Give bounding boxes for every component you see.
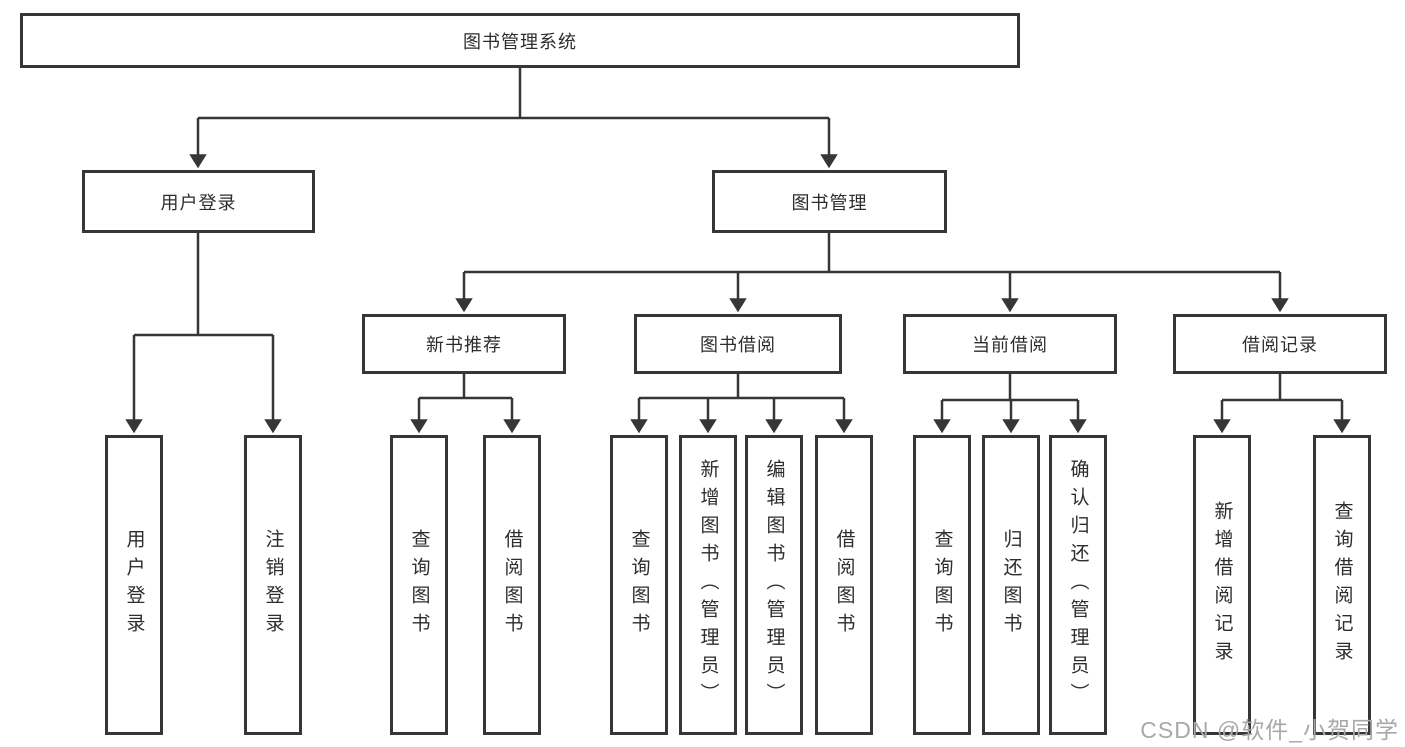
leaf-borrow-books-1: 借阅图书 [483, 435, 541, 735]
connector-user-login-to-leaves [125, 233, 282, 434]
leaf-borrow-books-1-label: 借阅图书 [501, 529, 523, 641]
leaf-return-books-label: 归还图书 [1000, 529, 1022, 641]
node-user-login-label: 用户登录 [160, 192, 237, 213]
leaf-add-book-admin: 新增图书（管理员） [679, 435, 737, 735]
leaf-confirm-return-admin-label: 确认归还（管理员） [1067, 459, 1089, 711]
node-borrow-records-label: 借阅记录 [1242, 335, 1318, 355]
connector-root-to-level2 [189, 68, 838, 169]
connector-new-book-recommend-to-leaves [410, 374, 521, 434]
leaf-borrow-books-2: 借阅图书 [815, 435, 873, 735]
node-current-borrow: 当前借阅 [903, 314, 1117, 374]
node-book-borrow-label: 图书借阅 [700, 335, 776, 355]
leaf-logout-label: 注销登录 [262, 529, 284, 641]
node-book-borrow: 图书借阅 [634, 314, 842, 374]
leaf-query-books-2-label: 查询图书 [628, 529, 650, 641]
leaf-query-books-2: 查询图书 [610, 435, 668, 735]
leaf-add-borrow-record-label: 新增借阅记录 [1211, 501, 1233, 669]
connector-book-management-to-level3 [455, 233, 1289, 313]
node-borrow-records: 借阅记录 [1173, 314, 1387, 374]
node-new-book-recommend-label: 新书推荐 [426, 335, 502, 355]
node-book-management-label: 图书管理 [791, 192, 868, 213]
leaf-add-book-admin-label: 新增图书（管理员） [697, 459, 719, 711]
leaf-edit-book-admin-label: 编辑图书（管理员） [763, 459, 785, 711]
connector-current-borrow-to-leaves [933, 374, 1087, 434]
node-user-login: 用户登录 [82, 170, 315, 233]
node-root: 图书管理系统 [20, 13, 1020, 68]
node-book-management: 图书管理 [712, 170, 947, 233]
leaf-borrow-books-2-label: 借阅图书 [833, 529, 855, 641]
leaf-return-books: 归还图书 [982, 435, 1040, 735]
node-current-borrow-label: 当前借阅 [972, 335, 1048, 355]
leaf-query-borrow-record-label: 查询借阅记录 [1331, 501, 1353, 669]
leaf-query-books-3-label: 查询图书 [931, 529, 953, 641]
node-new-book-recommend: 新书推荐 [362, 314, 566, 374]
leaf-query-books-1: 查询图书 [390, 435, 448, 735]
leaf-user-login-label: 用户登录 [123, 529, 145, 641]
node-root-label: 图书管理系统 [463, 31, 577, 52]
leaf-edit-book-admin: 编辑图书（管理员） [745, 435, 803, 735]
leaf-query-books-1-label: 查询图书 [408, 529, 430, 641]
leaf-confirm-return-admin: 确认归还（管理员） [1049, 435, 1107, 735]
leaf-user-login: 用户登录 [105, 435, 163, 735]
watermark: CSDN @软件_小贺同学 [1140, 717, 1399, 743]
leaf-query-books-3: 查询图书 [913, 435, 971, 735]
connector-borrow-records-to-leaves [1213, 374, 1351, 434]
connector-book-borrow-to-leaves [630, 374, 853, 434]
leaf-query-borrow-record: 查询借阅记录 [1313, 435, 1371, 735]
leaf-add-borrow-record: 新增借阅记录 [1193, 435, 1251, 735]
leaf-logout: 注销登录 [244, 435, 302, 735]
